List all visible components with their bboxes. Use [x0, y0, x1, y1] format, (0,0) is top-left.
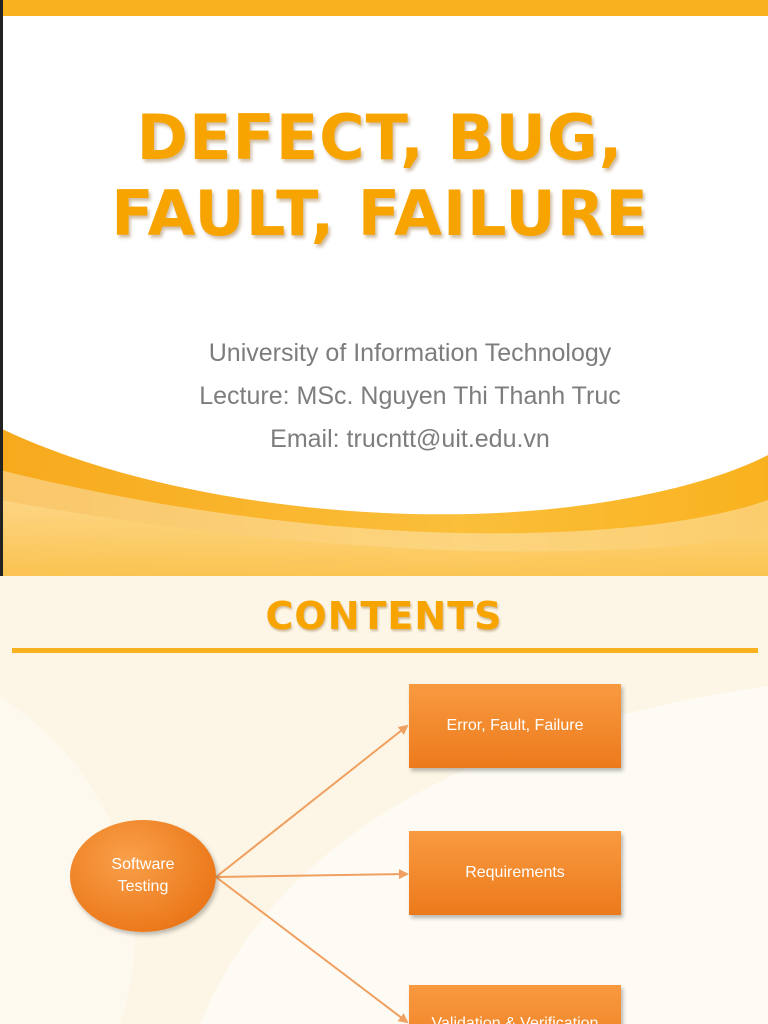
center-node-line-1: Software — [111, 856, 175, 873]
title-underline — [12, 648, 758, 653]
arrow-to-branch-3 — [215, 876, 409, 1024]
connector-arrows — [215, 724, 409, 1024]
title-line-1: DEFECT, BUG, — [136, 101, 624, 174]
branch-validation-verification: Validation & Verification — [409, 985, 621, 1024]
center-node-line-2: Testing — [117, 878, 169, 895]
branch-error-fault-failure: Error, Fault, Failure — [409, 684, 621, 768]
arrow-to-branch-1 — [215, 724, 409, 878]
branch-label: Error, Fault, Failure — [446, 717, 584, 734]
top-accent-bar — [0, 0, 768, 16]
branch-requirements: Requirements — [409, 831, 621, 915]
arrow-to-branch-2 — [215, 869, 409, 880]
software-testing-node: Software Testing — [70, 820, 216, 932]
slide-title: DEFECT, BUG, FAULT, FAILURE — [0, 100, 760, 252]
contents-title: CONTENTS — [265, 594, 503, 638]
slide-border — [0, 0, 3, 576]
branch-label: Validation & Verification — [431, 1015, 599, 1024]
title-slide: DEFECT, BUG, FAULT, FAILURE University o… — [0, 0, 768, 576]
branch-label: Requirements — [465, 864, 565, 881]
lecturer-text: Lecture: MSc. Nguyen Thi Thanh Truc — [199, 382, 621, 410]
email-text: Email: trucntt@uit.edu.vn — [270, 425, 550, 453]
wave-decoration — [0, 428, 768, 576]
title-line-2: FAULT, FAILURE — [111, 177, 649, 250]
university-text: University of Information Technology — [208, 339, 612, 367]
contents-slide: CONTENTS Software Testing Error, Fault, … — [0, 576, 768, 1024]
